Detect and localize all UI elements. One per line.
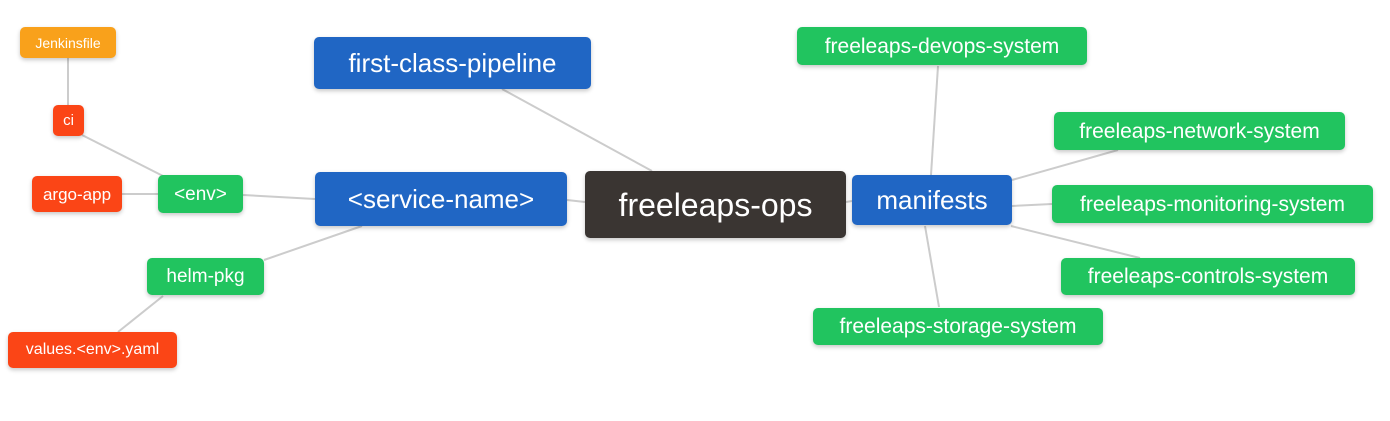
edge-ci-env <box>81 134 164 177</box>
node-helm-pkg[interactable]: helm-pkg <box>147 258 264 295</box>
node-service-name[interactable]: <service-name> <box>315 172 567 226</box>
edge-helm-pkg-service-name <box>263 225 363 261</box>
edge-manifests-devops <box>930 65 939 176</box>
edge-values-helm-pkg <box>117 295 164 333</box>
edge-manifests-network <box>1011 149 1119 181</box>
edge-root-manifests <box>845 200 853 203</box>
node-jenkinsfile[interactable]: Jenkinsfile <box>20 27 116 58</box>
node-freeleaps-monitoring-system[interactable]: freeleaps-monitoring-system <box>1052 185 1373 223</box>
node-manifests[interactable]: manifests <box>852 175 1012 225</box>
node-argo-app[interactable]: argo-app <box>32 176 122 212</box>
edge-pipeline-root <box>501 88 653 172</box>
node-env[interactable]: <env> <box>158 175 243 213</box>
node-freeleaps-ops-root[interactable]: freeleaps-ops <box>585 171 846 238</box>
node-values-env-yaml[interactable]: values.<env>.yaml <box>8 332 177 368</box>
node-first-class-pipeline[interactable]: first-class-pipeline <box>314 37 591 89</box>
edge-manifests-monitoring <box>1011 203 1053 207</box>
node-freeleaps-network-system[interactable]: freeleaps-network-system <box>1054 112 1345 150</box>
edge-service-name-root <box>566 199 586 203</box>
node-freeleaps-devops-system[interactable]: freeleaps-devops-system <box>797 27 1087 65</box>
node-ci[interactable]: ci <box>53 105 84 136</box>
edge-manifests-controls <box>1010 225 1141 259</box>
edge-manifests-storage <box>924 225 940 308</box>
node-freeleaps-controls-system[interactable]: freeleaps-controls-system <box>1061 258 1355 295</box>
edge-env-service-name <box>242 194 316 200</box>
node-freeleaps-storage-system[interactable]: freeleaps-storage-system <box>813 308 1103 345</box>
